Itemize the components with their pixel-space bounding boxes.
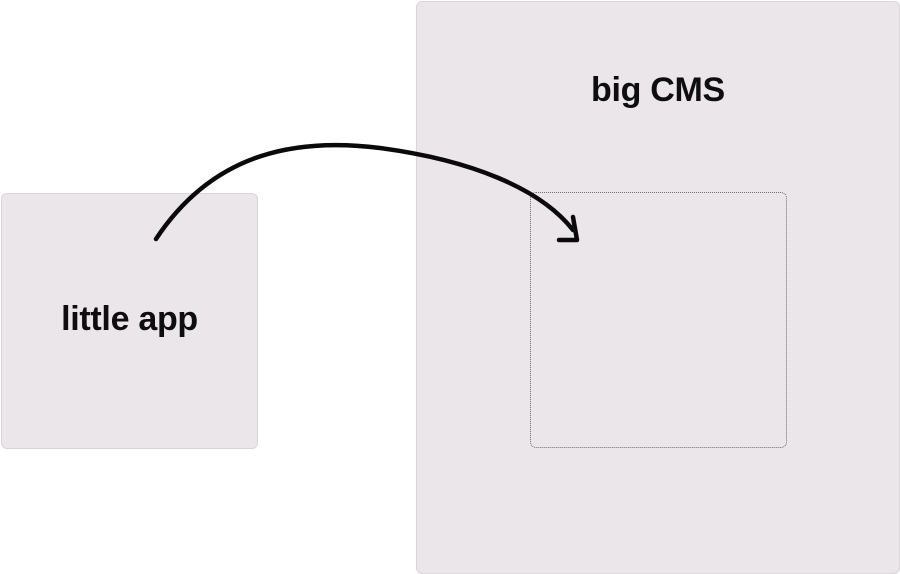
big-cms-box: [416, 1, 900, 574]
embed-slot: [530, 192, 787, 448]
little-app-label: little app: [61, 300, 198, 338]
big-cms-label: big CMS: [591, 71, 725, 109]
